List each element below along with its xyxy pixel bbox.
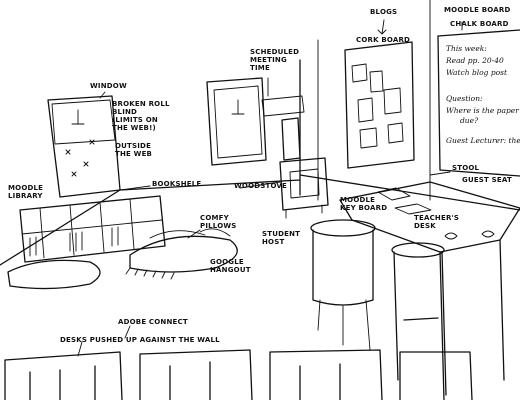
label-adobe-connect: ADOBE CONNECT [118,318,188,326]
chalk-line-7: Guest Lecturer: the [446,136,520,145]
label-blogs: BLOGS [370,8,398,16]
label-comfy-pillows: COMFY PILLOWS [200,214,237,230]
label-moodle-board: MOODLE BOARD [444,6,511,14]
chalk-line-1: This week: [446,44,487,53]
label-bookshelf: BOOKSHELF [152,180,202,188]
student-host-stool [310,219,376,351]
room-floor-lines [0,59,520,266]
label-scheduled-meeting-time: SCHEDULED MEETING TIME [250,48,300,72]
chalk-line-5: Where is the paper [446,106,519,115]
inner-window [206,77,267,166]
chalk-line-3: Watch blog post [446,68,508,77]
adobe-arrow [124,325,131,339]
label-woodstove: WOODSTOVE [234,182,288,190]
woodstove [261,95,329,219]
cork-board [344,41,415,169]
pillows-arrow [187,229,201,239]
label-window: WINDOW [90,82,127,90]
label-student-host: STUDENT HOST [262,230,301,246]
woodstove-arrow [239,181,281,189]
label-teachers-desk: TEACHER'S DESK [414,214,460,230]
label-moodle-library: MOODLE LIBRARY [8,184,44,200]
stool-arrow [429,171,451,176]
label-outside-the-web: OUTSIDE THE WEB [115,142,153,158]
bookshelf [19,195,166,263]
label-cork-board: CORK BOARD [356,36,411,44]
label-stool: STOOL [452,164,480,172]
label-desks-pushed: DESKS PUSHED UP AGAINST THE WALL [60,336,220,344]
rug [7,259,101,290]
label-broken-roll-blind: BROKEN ROLL BLIND (LIMITS ON THE WEB!) [112,100,170,132]
chalk-line-6: due? [460,116,479,125]
chalk-line-2: Read pp. 20-40 [446,56,504,65]
label-google-hangout: GOOGLE HANGOUT [210,258,251,274]
window-arrow [99,91,106,99]
label-guest-seat: GUEST SEAT [462,176,512,184]
chalk-line-4: Question: [446,94,483,103]
label-moodle-key-board: MOODLE KEY BOARD [340,196,388,212]
desks-arrow [77,341,83,357]
chalk-board [437,29,520,177]
guest-seat-stool [391,242,447,396]
bookshelf-arrow [119,185,151,191]
desks-row [4,349,473,400]
comfy-pillows [125,228,238,280]
blogs-arrow [377,19,387,35]
window [47,95,121,198]
label-chalk-board: CHALK BOARD [450,20,509,28]
